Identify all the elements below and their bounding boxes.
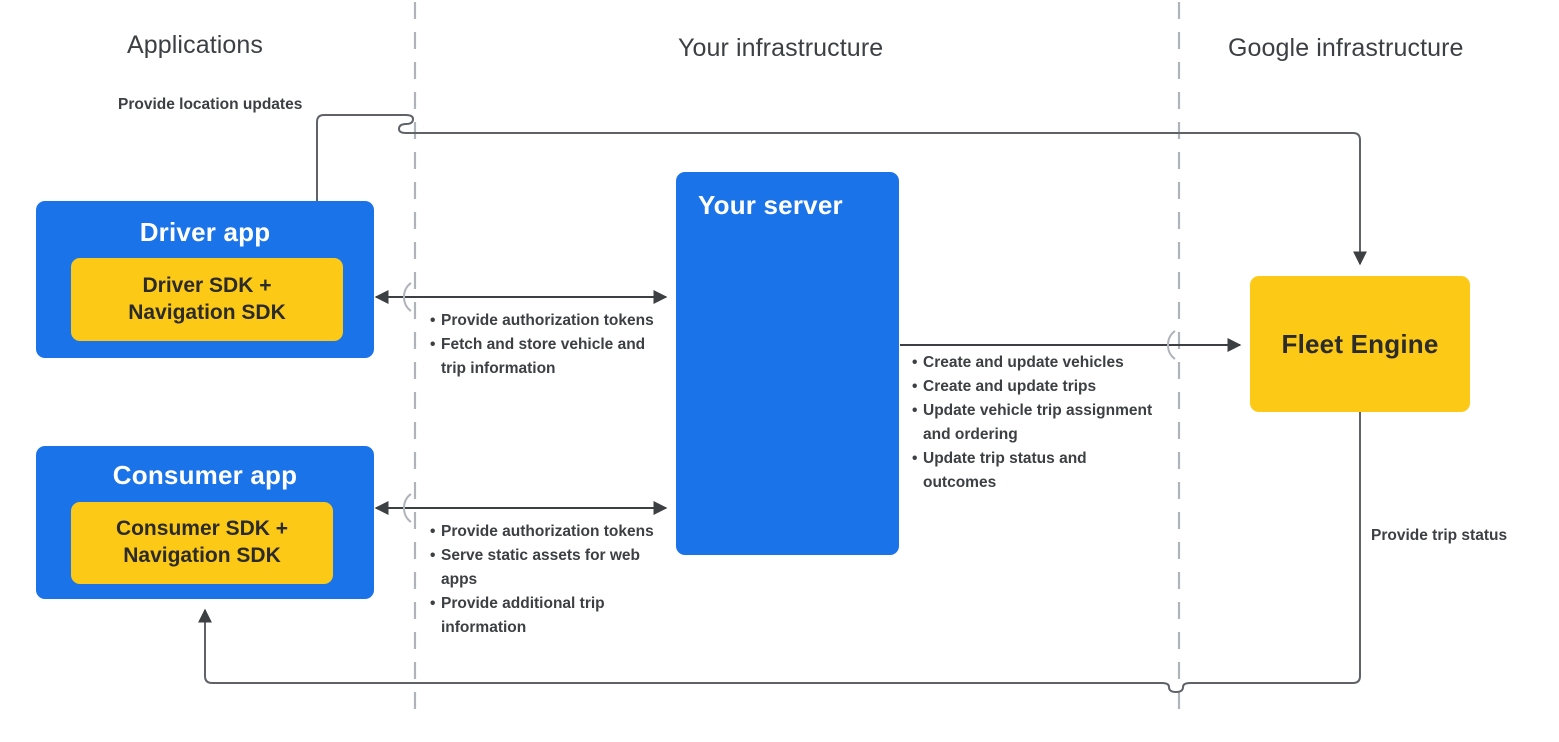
annotation-list-server-fleet: Create and update vehiclesCreate and upd… [912, 351, 1162, 495]
annotation-list-item: Serve static assets for web apps [430, 544, 655, 592]
annotation-provide-location-updates: Provide location updates [118, 96, 303, 113]
node-consumer-sdk[interactable]: Consumer SDK +Navigation SDK [71, 502, 333, 584]
node-your-server[interactable]: Your server [676, 172, 899, 555]
node-driver-sdk[interactable]: Driver SDK +Navigation SDK [71, 258, 343, 341]
annotation-list-item: Fetch and store vehicle and trip informa… [430, 333, 655, 381]
annotation-provide-trip-status: Provide trip status [1371, 527, 1508, 544]
annotation-list-item: Provide authorization tokens [430, 520, 655, 544]
annotation-list-item: Update vehicle trip assignment and order… [912, 399, 1162, 447]
annotation-list-item: Provide authorization tokens [430, 309, 655, 333]
column-header-google-infrastructure: Google infrastructure [1228, 34, 1464, 62]
consumer-app-title: Consumer app [112, 460, 298, 490]
annotation-list-item: Create and update trips [912, 375, 1162, 399]
annotation-list-driver-server: Provide authorization tokensFetch and st… [430, 309, 655, 381]
driver-app-title: Driver app [139, 217, 271, 247]
annotation-list-item: Provide additional trip information [430, 592, 655, 640]
annotation-list-item: Create and update vehicles [912, 351, 1162, 375]
column-header-applications: Applications [127, 31, 264, 59]
node-fleet-engine[interactable]: Fleet Engine [1250, 276, 1470, 412]
node-consumer-app[interactable]: Consumer app Consumer SDK +Navigation SD… [36, 446, 374, 599]
annotation-list-consumer-server: Provide authorization tokensServe static… [430, 520, 655, 640]
annotation-list-item: Update trip status and outcomes [912, 447, 1162, 495]
your-server-title: Your server [698, 190, 843, 220]
column-header-your-infrastructure: Your infrastructure [678, 34, 884, 62]
node-driver-app[interactable]: Driver app Driver SDK +Navigation SDK [36, 201, 374, 358]
connector-consumer-server [374, 493, 668, 523]
